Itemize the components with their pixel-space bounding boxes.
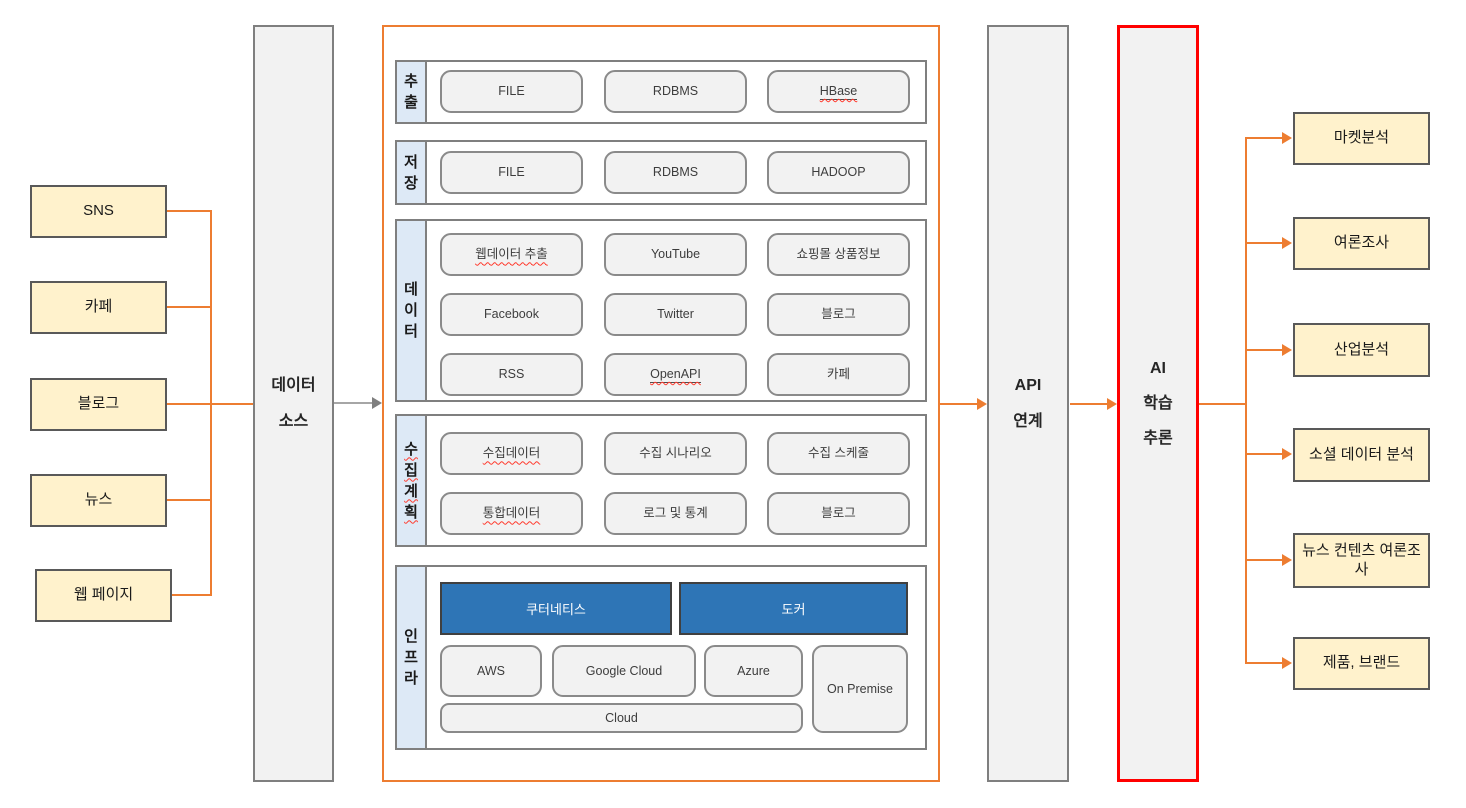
connector-line — [1246, 242, 1283, 244]
item-file: FILE — [440, 151, 583, 194]
connector-line — [167, 210, 211, 212]
source-label: 블로그 — [77, 395, 120, 413]
item-file: FILE — [440, 70, 583, 113]
api-column: API 연계 — [987, 25, 1069, 782]
section-label: 저장 — [404, 153, 418, 192]
item-collected-data: 수집데이터 — [440, 432, 583, 475]
connector-line — [1199, 403, 1246, 405]
source-label: 카페 — [84, 298, 113, 316]
item-collection-schedule: 수집 스케줄 — [767, 432, 910, 475]
section-data-strip: 데이터 — [397, 221, 427, 400]
output-label: 제품, 브랜드 — [1322, 654, 1401, 672]
connector-line — [1245, 137, 1247, 664]
item-rss: RSS — [440, 353, 583, 396]
item-shoppingmall-product: 쇼핑몰 상품정보 — [767, 233, 910, 276]
section-collection-plan-strip: 수집계획 — [397, 416, 427, 545]
output-label: 뉴스 컨텐츠 여론조사 — [1302, 541, 1421, 578]
source-label: 웹 페이지 — [73, 586, 134, 604]
item-rdbms: RDBMS — [604, 70, 747, 113]
arrowhead-icon — [1107, 398, 1117, 410]
source-box-webpage: 웹 페이지 — [35, 569, 172, 622]
ai-label: AI 학습 추론 — [1143, 359, 1173, 448]
output-box-social-data-analysis: 소셜 데이터 분석 — [1293, 428, 1430, 482]
item-on-premise: On Premise — [812, 645, 908, 733]
item-blog: 블로그 — [767, 293, 910, 336]
connector-line — [210, 210, 212, 596]
item-openapi: OpenAPI — [604, 353, 747, 396]
section-label: 추출 — [404, 73, 418, 111]
connector-line — [1070, 403, 1108, 405]
item-twitter: Twitter — [604, 293, 747, 336]
arrowhead-icon — [1282, 132, 1292, 144]
ai-column: AI 학습 추론 — [1117, 25, 1199, 782]
connector-line — [940, 403, 978, 405]
connector-line — [1246, 349, 1283, 351]
item-youtube: YouTube — [604, 233, 747, 276]
output-box-opinion-poll: 여론조사 — [1293, 217, 1430, 270]
connector-line — [172, 594, 211, 596]
item-log-stats: 로그 및 통계 — [604, 492, 747, 535]
source-box-news: 뉴스 — [30, 474, 167, 527]
output-label: 마켓분석 — [1333, 129, 1390, 147]
item-hadoop: HADOOP — [767, 151, 910, 194]
item-collection-scenario: 수집 시나리오 — [604, 432, 747, 475]
item-google-cloud: Google Cloud — [552, 645, 696, 697]
output-box-product-brand: 제품, 브랜드 — [1293, 637, 1430, 690]
arrowhead-icon — [372, 397, 382, 409]
connector-line — [1246, 453, 1283, 455]
connector-line — [1246, 137, 1283, 139]
connector-line — [1246, 662, 1283, 664]
section-label: 데이터 — [404, 281, 418, 340]
output-box-news-content-poll: 뉴스 컨텐츠 여론조사 — [1293, 533, 1430, 588]
connector-line — [1246, 559, 1283, 561]
item-cloud: Cloud — [440, 703, 803, 733]
item-aws: AWS — [440, 645, 542, 697]
item-kubernetes: 쿠터네티스 — [440, 582, 672, 635]
source-box-sns: SNS — [30, 185, 167, 238]
arrowhead-icon — [1282, 237, 1292, 249]
api-label: API 연계 — [1013, 377, 1043, 430]
item-azure: Azure — [704, 645, 803, 697]
item-docker: 도커 — [679, 582, 908, 635]
output-label: 소셜 데이터 분석 — [1309, 445, 1414, 463]
arrowhead-icon — [1282, 657, 1292, 669]
item-blog: 블로그 — [767, 492, 910, 535]
arrowhead-icon — [1282, 344, 1292, 356]
item-rdbms: RDBMS — [604, 151, 747, 194]
output-box-market-analysis: 마켓분석 — [1293, 112, 1430, 165]
connector-line — [167, 499, 211, 501]
output-box-industry-analysis: 산업분석 — [1293, 323, 1430, 377]
item-hbase: HBase — [767, 70, 910, 113]
item-facebook: Facebook — [440, 293, 583, 336]
source-box-blog: 블로그 — [30, 378, 167, 431]
arrowhead-icon — [977, 398, 987, 410]
data-source-column: 데이터 소스 — [253, 25, 334, 782]
source-label: 뉴스 — [84, 491, 113, 509]
connector-line — [167, 306, 211, 308]
item-cafe: 카페 — [767, 353, 910, 396]
source-label: SNS — [83, 202, 114, 220]
item-webdata-extract: 웹데이터 추출 — [440, 233, 583, 276]
section-label: 인프라 — [404, 628, 418, 687]
output-label: 산업분석 — [1333, 340, 1390, 358]
arrowhead-icon — [1282, 448, 1292, 460]
section-store-strip: 저장 — [397, 142, 427, 203]
section-label: 수집계획 — [404, 440, 418, 521]
output-label: 여론조사 — [1333, 234, 1390, 252]
connector-line — [334, 402, 373, 404]
source-box-cafe: 카페 — [30, 281, 167, 334]
data-source-label: 데이터 소스 — [271, 377, 316, 430]
arrowhead-icon — [1282, 554, 1292, 566]
section-infra-strip: 인프라 — [397, 567, 427, 748]
section-extract-strip: 추출 — [397, 62, 427, 122]
item-integrated-data: 통합데이터 — [440, 492, 583, 535]
